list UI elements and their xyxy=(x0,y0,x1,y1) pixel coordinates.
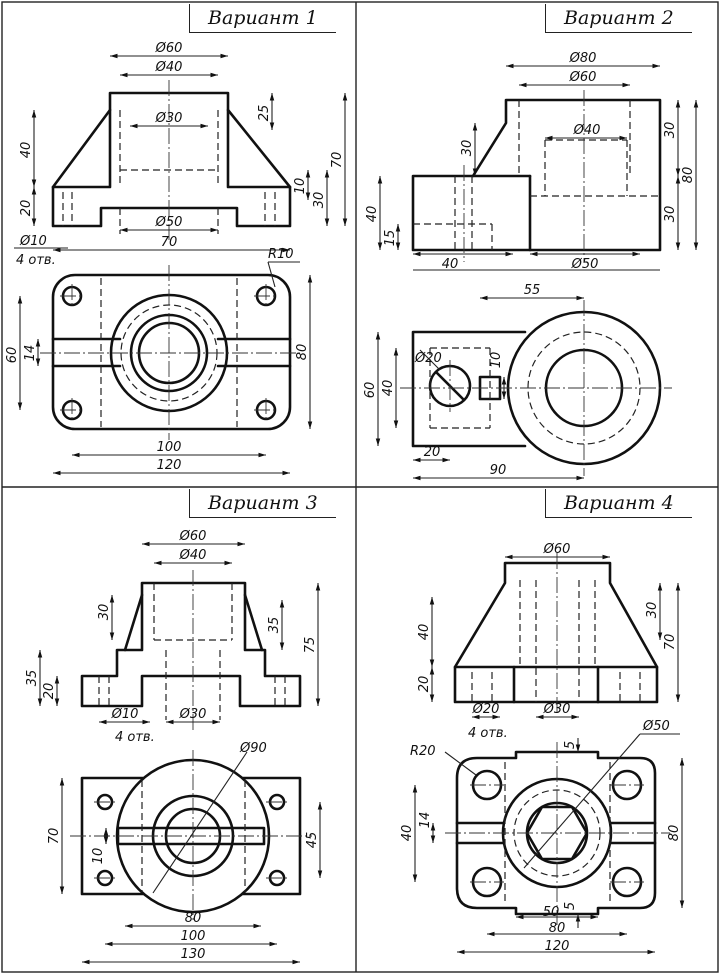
v1-dim-60: 60 xyxy=(5,347,20,364)
v4-dim-20: 20 xyxy=(417,676,432,693)
v2-dim-d50: Ø50 xyxy=(571,257,599,272)
v3-dim-d90: Ø90 xyxy=(239,741,267,756)
v4-dim-80w: 80 xyxy=(549,921,566,936)
v2-dim-d40: Ø40 xyxy=(573,123,601,138)
v4-dim-50: 50 xyxy=(543,905,560,920)
v2-dim-20: 20 xyxy=(424,445,441,460)
variant-4-title: Вариант 4 xyxy=(545,489,692,518)
v1-dim-d10: Ø10 xyxy=(19,234,47,249)
v4-dim-d30: Ø30 xyxy=(543,702,571,717)
v1-front-view xyxy=(51,80,292,240)
v4-dim-r20: R20 xyxy=(410,744,436,759)
v3-dim-75: 75 xyxy=(303,637,318,654)
v2-dim-40w: 40 xyxy=(442,257,459,272)
v1-dim-40: 40 xyxy=(19,142,34,159)
v4-dim-40-top: 40 xyxy=(400,825,415,842)
variant-3-drawing: Ø60 Ø40 30 35 75 35 20 Ø10 4 отв. Ø30 xyxy=(25,529,323,965)
v2-dim-15: 15 xyxy=(383,230,398,247)
v4-top-dimensions: Ø50 R20 5 5 40 14 80 50 80 120 xyxy=(400,719,685,955)
v2-dim-80: 80 xyxy=(681,167,696,184)
v1-dim-100: 100 xyxy=(157,440,182,455)
v3-dim-d30: Ø30 xyxy=(179,707,207,722)
v1-dim-14: 14 xyxy=(23,345,38,362)
v1-dim-d50: Ø50 xyxy=(155,215,183,230)
variant-2-drawing: Ø80 Ø60 Ø40 Ø50 40 30 30 30 80 40 15 xyxy=(363,51,699,481)
variant-1-drawing: Ø60 Ø40 Ø30 Ø50 70 40 20 25 10 30 70 Ø10… xyxy=(5,41,348,476)
v1-dim-120: 120 xyxy=(157,458,182,473)
v2-dim-90: 90 xyxy=(490,463,507,478)
v4-dim-14: 14 xyxy=(418,812,433,829)
v2-dim-60: 60 xyxy=(363,382,378,399)
v1-dim-70-vert: 70 xyxy=(330,152,345,169)
v3-top-view xyxy=(70,750,312,920)
v4-dim-70: 70 xyxy=(663,634,678,651)
variant-2-title: Вариант 2 xyxy=(545,4,692,33)
v1-top-dimensions: R10 60 14 80 100 120 xyxy=(5,247,313,476)
variant-3-title: Вариант 3 xyxy=(189,489,336,518)
v4-dim-120: 120 xyxy=(545,939,570,954)
v2-dim-30-left: 30 xyxy=(460,140,475,157)
v3-dim-35-left: 35 xyxy=(25,670,40,687)
v3-dim-10: 10 xyxy=(91,848,106,865)
v1-top-view xyxy=(40,265,300,440)
v3-front-view xyxy=(80,570,302,730)
v1-dim-holes: 4 отв. xyxy=(16,253,56,268)
v3-dim-d60: Ø60 xyxy=(179,529,207,544)
v1-dim-30: 30 xyxy=(312,192,327,209)
v2-front-view xyxy=(411,90,662,262)
v4-dim-d20: Ø20 xyxy=(472,702,500,717)
v4-dim-30: 30 xyxy=(645,602,660,619)
v1-dim-d30: Ø30 xyxy=(155,111,183,126)
v2-dim-30-top: 30 xyxy=(663,122,678,139)
v2-dim-55: 55 xyxy=(524,283,541,298)
v4-dim-40: 40 xyxy=(417,624,432,641)
v4-dim-d50: Ø50 xyxy=(642,719,670,734)
v1-front-dimensions: Ø60 Ø40 Ø30 Ø50 70 40 20 25 10 30 70 Ø10… xyxy=(14,41,348,268)
variant-1-title: Вариант 1 xyxy=(189,4,336,33)
variant-4-drawing: Ø60 40 20 30 70 Ø20 4 отв. Ø30 xyxy=(400,542,685,955)
v4-dim-d60: Ø60 xyxy=(543,542,571,557)
v3-dim-45: 45 xyxy=(305,832,320,849)
v1-dim-r10: R10 xyxy=(268,247,294,262)
v1-dim-70: 70 xyxy=(161,235,178,250)
v1-dim-20: 20 xyxy=(19,200,34,217)
v3-dim-20: 20 xyxy=(42,683,57,700)
v2-dim-d60: Ø60 xyxy=(569,70,597,85)
v2-top-view xyxy=(400,300,672,476)
v2-dim-d20: Ø20 xyxy=(414,351,442,366)
v2-dim-30-bottom: 30 xyxy=(663,206,678,223)
v3-dim-35-right: 35 xyxy=(267,617,282,634)
v3-dim-30: 30 xyxy=(97,604,112,621)
v4-dim-holes: 4 отв. xyxy=(468,726,508,741)
v2-dim-40: 40 xyxy=(365,206,380,223)
v1-dim-25: 25 xyxy=(257,105,272,122)
v3-dim-130: 130 xyxy=(181,947,206,962)
v3-dim-holes: 4 отв. xyxy=(115,730,155,745)
v4-top-view xyxy=(445,742,670,925)
v2-front-dimensions: Ø80 Ø60 Ø40 Ø50 40 30 30 30 80 40 15 xyxy=(365,51,699,272)
v4-dim-5-bottom: 5 xyxy=(563,902,578,910)
v3-dim-d10: Ø10 xyxy=(111,707,139,722)
v3-dim-100: 100 xyxy=(181,929,206,944)
v2-top-dimensions: 55 Ø20 60 40 10 20 90 xyxy=(363,283,584,481)
v4-front-view xyxy=(453,553,659,712)
v1-dim-10: 10 xyxy=(293,178,308,195)
v3-dim-d40: Ø40 xyxy=(179,548,207,563)
v3-dim-80: 80 xyxy=(185,911,202,926)
v3-top-dimensions: Ø90 70 10 45 80 100 130 xyxy=(47,741,323,965)
v4-front-dimensions: Ø60 40 20 30 70 Ø20 4 отв. Ø30 xyxy=(417,542,681,741)
v4-dim-5-top: 5 xyxy=(563,741,578,749)
v1-dim-d40: Ø40 xyxy=(155,60,183,75)
v2-dim-d80: Ø80 xyxy=(569,51,597,66)
v4-dim-80: 80 xyxy=(667,825,682,842)
v1-dim-80: 80 xyxy=(295,344,310,361)
v3-front-dimensions: Ø60 Ø40 30 35 75 35 20 Ø10 4 отв. Ø30 xyxy=(25,529,321,745)
v3-dim-70: 70 xyxy=(47,828,62,845)
v1-dim-d60: Ø60 xyxy=(155,41,183,56)
v2-dim-10: 10 xyxy=(489,352,504,369)
v2-dim-40-top: 40 xyxy=(381,380,396,397)
